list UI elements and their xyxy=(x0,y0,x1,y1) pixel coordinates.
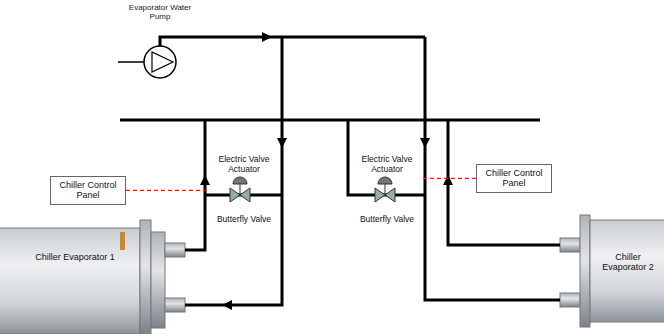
node-text: Electric Valve Actuator xyxy=(209,155,279,175)
evaporator-1-illustration xyxy=(0,220,185,334)
pump-symbol xyxy=(118,46,176,78)
flow-arrows xyxy=(200,32,453,310)
butterfly-valve-1 xyxy=(230,177,250,202)
control-panel-box: Chiller Control Panel xyxy=(476,164,552,193)
valve-gap xyxy=(352,175,422,215)
butterfly-valve-2 xyxy=(375,177,395,202)
pipes xyxy=(120,37,560,305)
node-text: Chiller Control Panel xyxy=(481,168,547,189)
valve-gap xyxy=(209,175,279,215)
node-text: Electric Valve Actuator xyxy=(352,155,422,175)
node-text: Chiller Evaporator 2 xyxy=(596,252,660,273)
valve-actuator-group: Electric Valve ActuatorButterfly Valve xyxy=(209,155,279,224)
evaporator-label: Chiller Evaporator 1 xyxy=(20,252,130,262)
evaporator-2-illustration xyxy=(560,215,664,327)
valve-actuator-group: Electric Valve ActuatorButterfly Valve xyxy=(352,155,422,224)
evaporator-label: Chiller Evaporator 2 xyxy=(596,252,660,273)
control-signal-line xyxy=(422,178,476,179)
pump-label: Evaporator Water Pump xyxy=(128,4,192,22)
node-text: Chiller Control Panel xyxy=(55,180,121,201)
control-signal-line xyxy=(126,190,209,191)
control-panel-box: Chiller Control Panel xyxy=(50,176,126,205)
node-text: Chiller Evaporator 1 xyxy=(20,252,130,262)
node-subtext: Butterfly Valve xyxy=(209,215,279,225)
node-subtext: Butterfly Valve xyxy=(352,215,422,225)
